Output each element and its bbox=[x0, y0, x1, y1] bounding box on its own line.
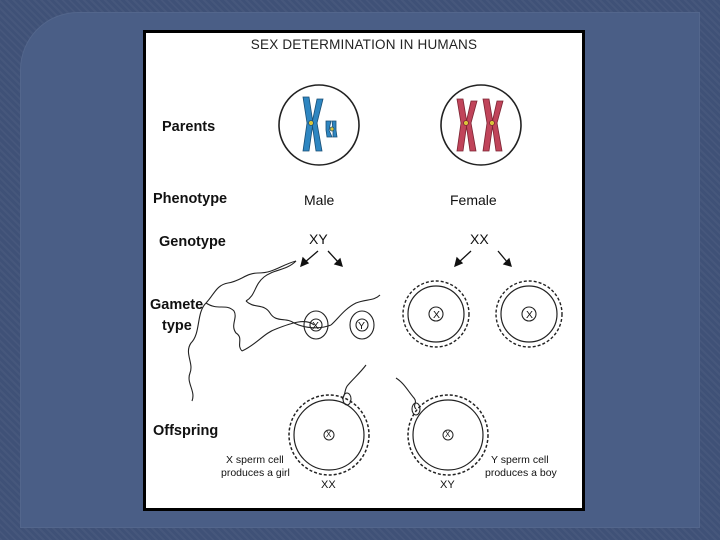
diagram-drawing bbox=[187, 84, 563, 476]
row-label-genotype: Genotype bbox=[159, 234, 226, 250]
row-label-offspring: Offspring bbox=[153, 423, 219, 439]
egg-2-x-label: X bbox=[526, 309, 534, 321]
row-label-gamete-type: type bbox=[162, 318, 192, 334]
girl-genotype: XX bbox=[321, 479, 336, 491]
girl-egg-x-label: X bbox=[326, 430, 332, 439]
sperm-x-label: X bbox=[312, 320, 320, 332]
male-chromosomes bbox=[302, 96, 338, 152]
boy-note-line1: Y sperm cell bbox=[491, 454, 549, 466]
male-parent-cell bbox=[278, 84, 360, 166]
girl-note-line1: X sperm cell bbox=[226, 454, 284, 466]
female-genotype: XX bbox=[470, 231, 489, 247]
egg-1-x-label: X bbox=[433, 309, 441, 321]
row-label-phenotype: Phenotype bbox=[153, 191, 228, 207]
girl-note-line2: produces a girl bbox=[221, 467, 290, 479]
male-genotype: XY bbox=[309, 231, 328, 247]
genotype-arrows bbox=[300, 250, 512, 268]
boy-note-line2: produces a boy bbox=[485, 467, 557, 479]
row-label-gamete: Gamete bbox=[150, 297, 204, 313]
sperm-gametes bbox=[187, 260, 381, 402]
female-parent-cell bbox=[440, 84, 522, 166]
boy-egg-x-label: X bbox=[445, 430, 451, 439]
diagram-slide: SEX DETERMINATION IN HUMANS Parents Phen… bbox=[143, 30, 585, 511]
male-phenotype: Male bbox=[304, 192, 335, 208]
row-label-parents: Parents bbox=[162, 119, 216, 135]
offspring-zygotes bbox=[288, 364, 489, 476]
sperm-y-label: Y bbox=[358, 320, 366, 332]
diagram-title: SEX DETERMINATION IN HUMANS bbox=[250, 37, 478, 52]
female-chromosomes bbox=[456, 98, 504, 152]
boy-genotype: XY bbox=[440, 479, 455, 491]
female-phenotype: Female bbox=[450, 192, 497, 208]
egg-gametes bbox=[402, 280, 563, 348]
